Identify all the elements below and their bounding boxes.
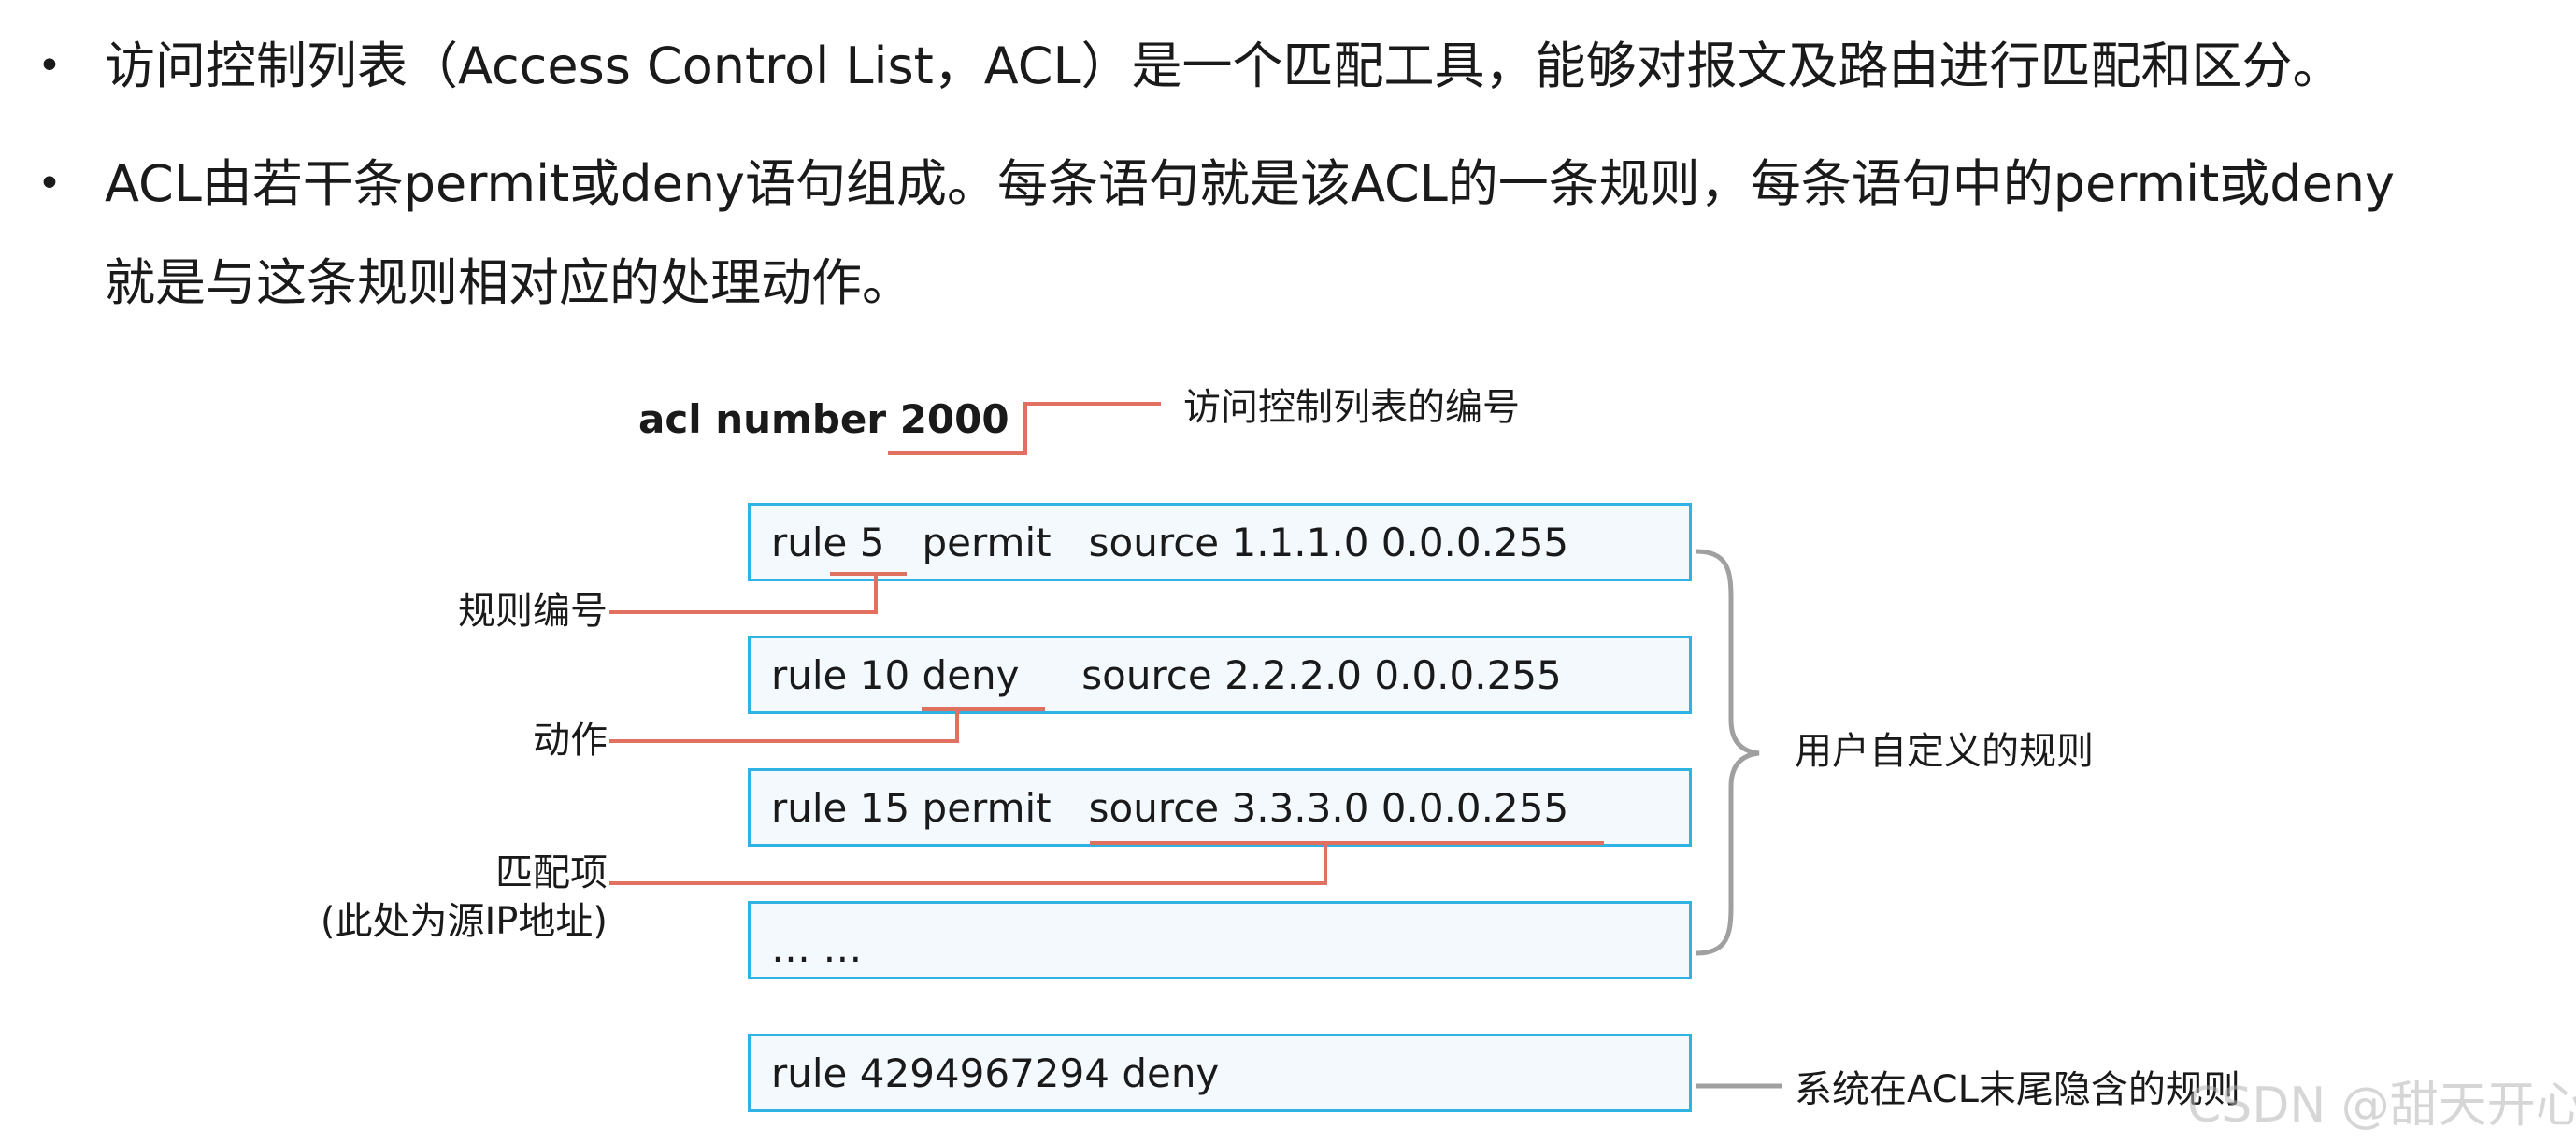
bullet-dot: • [37,160,62,207]
acl-number-label: 访问控制列表的编号 [1183,386,1520,429]
implicit-rule-label: 系统在ACL末尾隐含的规则 [1795,1068,2240,1111]
match-item-callout-line [609,843,1327,885]
rule-box-4: … … [748,901,1692,979]
rule-1-text: rule 5 permit source 1.1.1.0 0.0.0.255 [771,520,1569,565]
implicit-rule-text: rule 4294967294 deny [771,1050,1220,1096]
rule-box-2: rule 10 deny source 2.2.2.0 0.0.0.255 [748,636,1692,714]
rule-box-1: rule 5 permit source 1.1.1.0 0.0.0.255 [748,503,1692,581]
bullet-2: • ACL由若干条permit或deny语句组成。每条语句就是该ACL的一条规则，… [28,153,2395,215]
acl-number-title: acl number 2000 [638,396,1009,442]
rule-number-label: 规则编号 [458,590,608,633]
rule-4-text: … … [771,925,863,971]
bullet-dot: • [37,42,62,90]
acl-number-callout-line [888,402,1161,455]
bullet-1: • 访问控制列表（Access Control List，ACL）是一个匹配工具，… [28,36,2343,97]
rule-box-3: rule 15 permit source 3.3.3.0 0.0.0.255 [748,768,1692,847]
match-item-label: 匹配项 [495,851,608,894]
bullet-1-text: 访问控制列表（Access Control List，ACL）是一个匹配工具，能… [105,36,2343,95]
watermark: CSDN @甜天开心 [2187,1078,2576,1134]
rule-3-text: rule 15 permit source 3.3.3.0 0.0.0.255 [771,785,1569,831]
bullet-2-text-line-2: 就是与这条规则相对应的处理动作。 [105,253,912,312]
rule-box-implicit: rule 4294967294 deny [748,1034,1692,1112]
rule-number-callout-line [609,572,907,614]
action-callout-line [609,707,1045,743]
bullet-2-text-line-1: ACL由若干条permit或deny语句组成。每条语句就是该ACL的一条规则，每… [105,154,2395,213]
user-defined-brace [1696,549,1760,956]
rule-2-text: rule 10 deny source 2.2.2.0 0.0.0.255 [771,652,1562,698]
user-defined-rules-label: 用户自定义的规则 [1795,730,2094,773]
action-label: 动作 [533,719,608,762]
match-item-note: (此处为源IP地址) [320,900,608,943]
